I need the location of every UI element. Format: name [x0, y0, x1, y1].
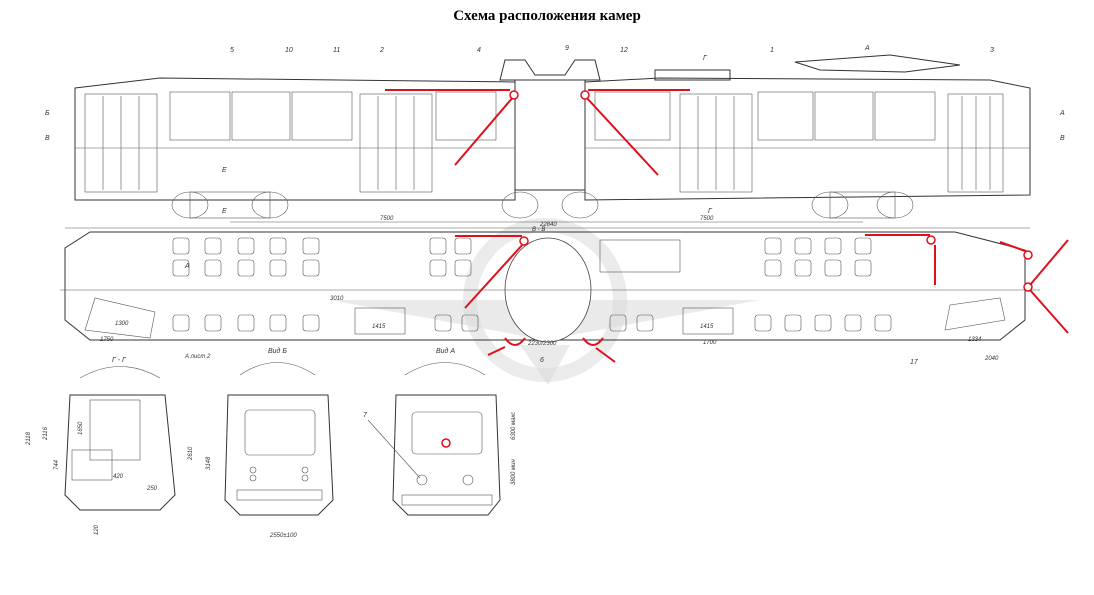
dimension: 3148	[206, 456, 212, 470]
section-label: А	[1059, 110, 1065, 117]
page-title: Схема расположения камер	[453, 8, 641, 24]
dimension: 420	[113, 474, 124, 480]
section-gg-view: Г - Г А лист 2 2118 2116 744 1650 2610 3…	[26, 354, 212, 535]
part-label: 5	[230, 47, 234, 54]
dimension: 1415	[372, 324, 386, 330]
dimension: 2040	[984, 356, 999, 362]
section-label: В - В	[532, 227, 545, 233]
part-label: 3	[990, 47, 994, 54]
part-label: 10	[285, 47, 293, 54]
section-label: Б	[45, 110, 50, 117]
seats	[84, 237, 1006, 339]
part-label: 12	[620, 47, 628, 54]
camera-icon	[580, 90, 590, 100]
camera-icon	[519, 236, 529, 246]
part-label: 1	[770, 47, 774, 54]
dimension: 3010	[330, 296, 344, 302]
part-label: 7	[363, 412, 368, 419]
view-title: Г - Г	[112, 357, 127, 364]
dimension: 2118	[26, 431, 32, 446]
part-label: 4	[477, 47, 481, 54]
dimension: 1750	[100, 337, 114, 343]
view-title: Вид А	[436, 347, 455, 355]
section-label: А	[184, 263, 190, 270]
part-label: 11	[333, 47, 340, 54]
camera-icon	[509, 90, 519, 100]
section-label: В	[45, 135, 50, 142]
section-label: А	[864, 45, 870, 52]
part-label: 6	[540, 357, 544, 364]
dimension: 1700	[703, 340, 717, 346]
part-label: 2	[379, 47, 384, 54]
dimension: 120	[94, 524, 100, 535]
view-title: Вид Б	[268, 347, 287, 355]
dimension: 250	[146, 486, 158, 492]
dimension: 7500	[380, 216, 394, 222]
part-label: 9	[565, 45, 569, 52]
dimension: 2610	[188, 446, 194, 461]
dimension: 2116	[43, 426, 49, 441]
section-label: Г	[708, 208, 713, 215]
section-label: В	[1060, 135, 1065, 142]
dimension: 7500	[700, 216, 714, 222]
section-label: Е	[222, 167, 227, 174]
dimension: 3800 мин	[511, 459, 517, 485]
dimension: 2550±100	[269, 533, 297, 539]
dimension: 2230/2300	[527, 341, 557, 347]
dimension: 1334	[968, 337, 982, 343]
part-label: 17	[910, 359, 919, 366]
dimension: 1415	[700, 324, 714, 330]
dimension: 22840	[539, 222, 557, 228]
section-label: Е	[222, 208, 227, 215]
plan-view: В - В А 1300 1750 1415 1415 1700 2040 13…	[60, 227, 1069, 366]
dimension: 6300 макс	[511, 412, 517, 440]
camera-field-of-view	[584, 95, 659, 176]
dimension: 744	[54, 459, 60, 470]
view-a: Вид А 7 3800 мин 6300 макс	[363, 347, 517, 516]
dimension: 1650	[78, 421, 84, 435]
sheet-reference: А лист 2	[184, 354, 211, 360]
camera-icon	[926, 235, 936, 245]
camera-icon	[441, 438, 451, 448]
camera-field-of-view	[454, 95, 515, 166]
dimension: 1300	[115, 321, 129, 327]
view-b: Вид Б 2550±100	[224, 347, 334, 539]
camera-icon	[1023, 250, 1033, 260]
section-label: Г	[703, 55, 708, 62]
side-view: 5 10 11 2 4 9 12 1 3 Б В А В Г Г Е Е А 7…	[45, 45, 1065, 229]
